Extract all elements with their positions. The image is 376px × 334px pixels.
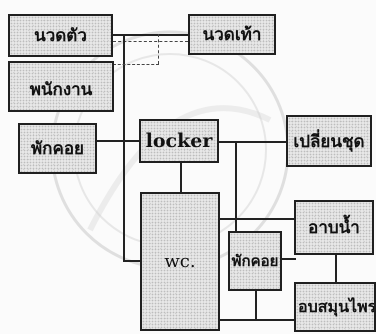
room-label: locker — [145, 130, 213, 152]
room-shower: อาบน้ำ — [294, 200, 374, 255]
room-label: อาบน้ำ — [308, 218, 360, 238]
room-wc: wc. — [140, 192, 220, 331]
room-label: เปลี่ยนชุด — [293, 131, 365, 152]
room-massage-body: นวดตัว — [8, 14, 113, 57]
room-foot-massage: นวดเท้า — [188, 14, 276, 55]
connector-line — [180, 162, 182, 192]
room-label: นวดตัว — [34, 26, 87, 46]
room-herbal-steam: อบสมุนไพร — [294, 282, 376, 332]
connector-line — [113, 34, 188, 36]
connector-line — [335, 255, 337, 282]
connector-line — [123, 260, 140, 262]
room-label: wc. — [164, 251, 196, 272]
room-label: นวดเท้า — [202, 25, 262, 45]
connector-line — [218, 218, 296, 220]
connector-line — [255, 290, 257, 320]
room-label: พนักงาน — [29, 80, 93, 100]
room-label: พักคอย — [30, 139, 85, 159]
room-locker: locker — [139, 119, 219, 163]
room-waiting-2: พักคอย — [228, 231, 282, 291]
room-staff: พนักงาน — [8, 61, 114, 112]
room-label: อบสมุนไพร — [298, 296, 376, 316]
room-label: พักคอย — [231, 252, 279, 270]
connector-dashed — [113, 64, 159, 65]
connector-line — [218, 319, 294, 321]
connector-line — [123, 34, 125, 260]
connector-dashed — [158, 34, 159, 64]
connector-dashed — [113, 41, 188, 42]
connector-line — [282, 258, 296, 260]
connector-line — [97, 140, 139, 142]
room-changing: เปลี่ยนชุด — [286, 115, 372, 167]
connector-line — [235, 141, 237, 231]
room-waiting-1: พักคอย — [18, 123, 97, 174]
connector-line — [218, 141, 286, 143]
